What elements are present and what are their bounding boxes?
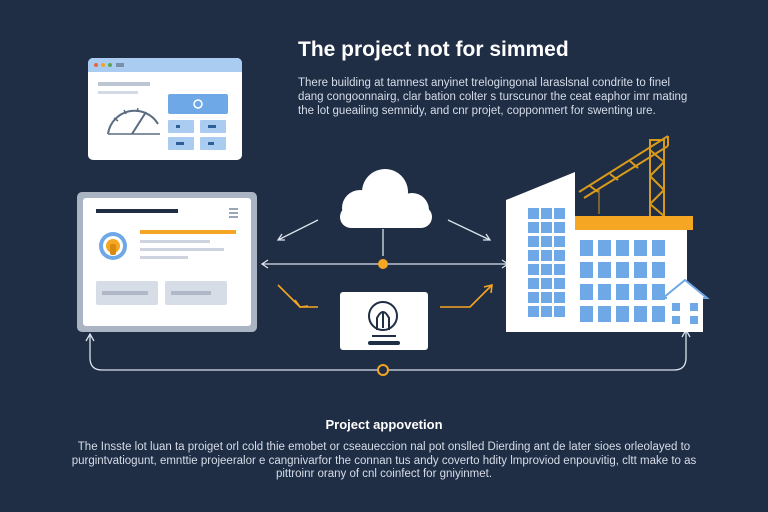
window-dot bbox=[101, 63, 105, 67]
section-title: Project appovetion bbox=[325, 417, 443, 432]
building-window bbox=[652, 284, 665, 300]
building-window bbox=[634, 306, 647, 322]
building-window bbox=[528, 250, 539, 261]
cloud-icon bbox=[340, 169, 432, 228]
building-window bbox=[541, 250, 552, 261]
gauge-icon bbox=[107, 107, 160, 135]
building-window bbox=[598, 262, 611, 278]
building-window bbox=[554, 236, 565, 247]
building-window bbox=[554, 292, 565, 303]
building-window bbox=[554, 208, 565, 219]
building-window bbox=[580, 262, 593, 278]
building-window bbox=[634, 284, 647, 300]
window-dot bbox=[94, 63, 98, 67]
building-window bbox=[652, 262, 665, 278]
building-window bbox=[528, 264, 539, 275]
building-window bbox=[528, 208, 539, 219]
diagonal-arrow bbox=[277, 219, 319, 241]
building-window bbox=[541, 236, 552, 247]
text-line bbox=[98, 82, 150, 86]
roof-beam bbox=[575, 216, 693, 230]
building-window bbox=[598, 240, 611, 256]
building-window bbox=[541, 292, 552, 303]
building-window bbox=[528, 306, 539, 317]
dashboard-window bbox=[88, 58, 242, 160]
building-window bbox=[598, 306, 611, 322]
window-dot bbox=[108, 63, 112, 67]
building-window bbox=[554, 278, 565, 289]
connector-node bbox=[378, 259, 388, 269]
profile-panel bbox=[77, 192, 257, 332]
building-window bbox=[554, 264, 565, 275]
building-window bbox=[580, 306, 593, 322]
building-window bbox=[541, 222, 552, 233]
building-window bbox=[528, 292, 539, 303]
orange-connectors bbox=[277, 283, 493, 308]
intro-text: There building at tamnest anyinet trelog… bbox=[298, 77, 688, 117]
building-window bbox=[528, 278, 539, 289]
building-window bbox=[554, 222, 565, 233]
building-window bbox=[598, 284, 611, 300]
building-window bbox=[541, 264, 552, 275]
building-window bbox=[528, 236, 539, 247]
person-icon bbox=[368, 301, 398, 337]
person-card bbox=[340, 292, 428, 350]
house-icon bbox=[660, 278, 710, 332]
progress-bar bbox=[140, 230, 236, 234]
connector-node bbox=[377, 364, 389, 376]
building-window bbox=[652, 306, 665, 322]
section-body: The Insste lot luan ta proiget orl cold … bbox=[71, 441, 697, 480]
building-window bbox=[554, 250, 565, 261]
page-title: The project not for simmed bbox=[298, 38, 569, 61]
building-window bbox=[541, 278, 552, 289]
panel-heading-line bbox=[96, 209, 178, 213]
primary-tile bbox=[168, 94, 228, 114]
building-window bbox=[541, 306, 552, 317]
building-window bbox=[528, 222, 539, 233]
building-window bbox=[634, 240, 647, 256]
building-window bbox=[541, 208, 552, 219]
building-icon bbox=[506, 172, 693, 332]
building-window bbox=[634, 262, 647, 278]
building-window bbox=[616, 262, 629, 278]
building-window bbox=[616, 240, 629, 256]
building-window bbox=[580, 240, 593, 256]
building-window bbox=[652, 240, 665, 256]
building-window bbox=[554, 306, 565, 317]
building-window bbox=[580, 284, 593, 300]
crane-icon bbox=[578, 135, 669, 219]
diagonal-arrow bbox=[447, 219, 491, 241]
building-window bbox=[616, 306, 629, 322]
building-window bbox=[616, 284, 629, 300]
avatar-icon bbox=[99, 232, 127, 260]
orange-arrow bbox=[440, 284, 493, 308]
